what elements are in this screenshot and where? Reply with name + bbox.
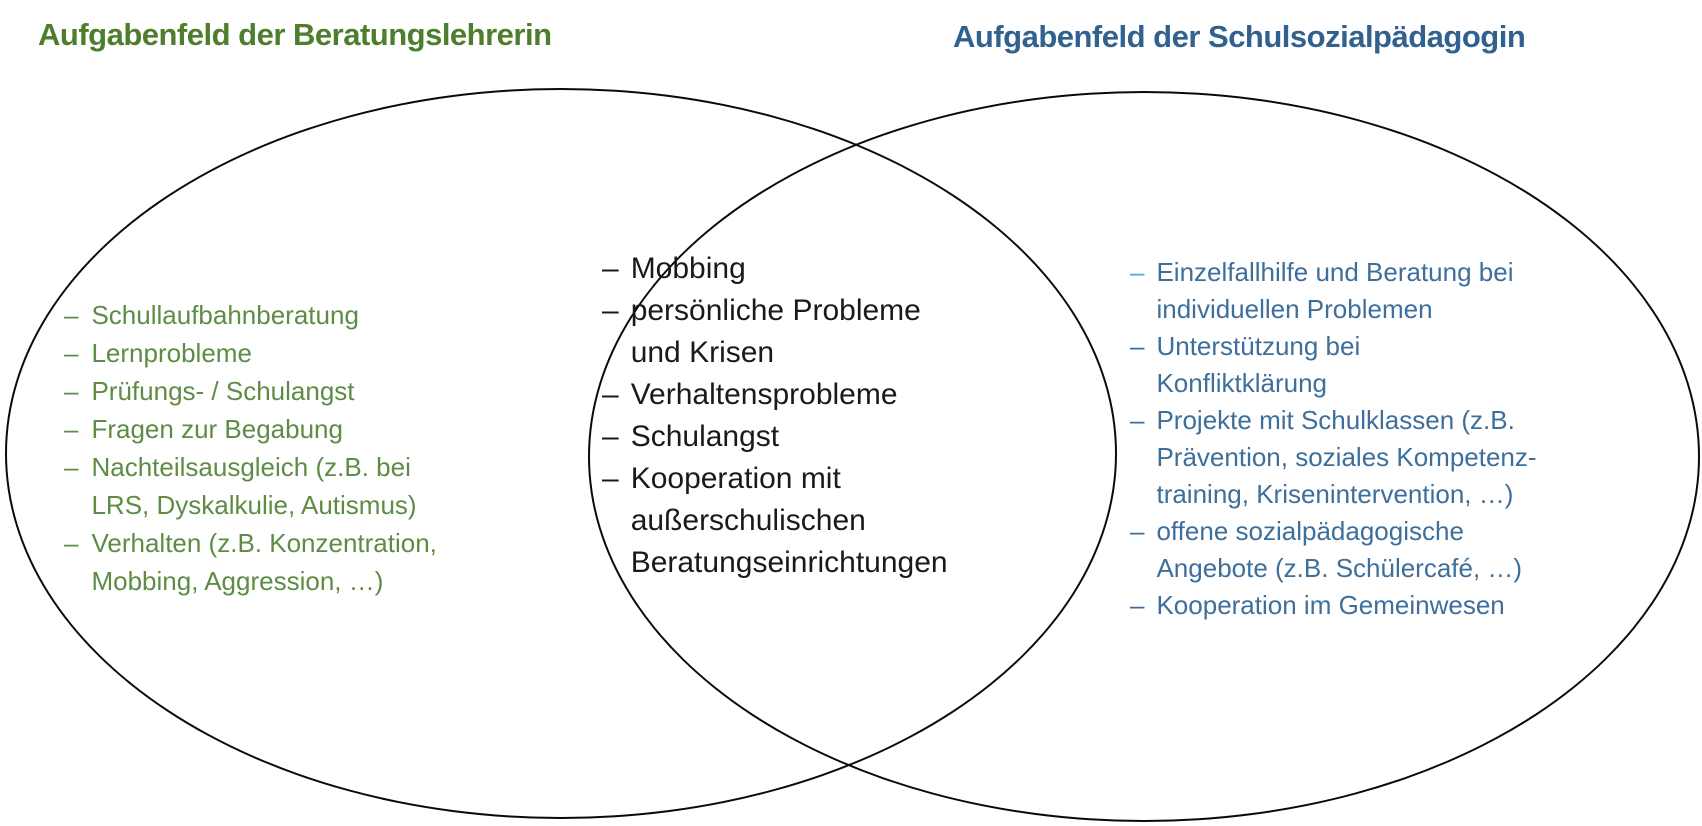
left-title: Aufgabenfeld der Beratungslehrerin xyxy=(38,17,552,52)
dash-marker: – xyxy=(64,528,79,558)
list-item: – Kooperation mit außerschulischen Berat… xyxy=(602,458,1002,584)
item-text: offene sozialpädagogische Angebote (z.B.… xyxy=(1156,516,1523,583)
list-item: – Nachteilsausgleich (z.B. bei LRS, Dysk… xyxy=(64,448,544,524)
right-title: Aufgabenfeld der Schulsozialpädagogin xyxy=(953,19,1526,54)
list-item: – offene sozialpädagogische Angebote (z.… xyxy=(1130,513,1620,587)
list-item: – Schullaufbahnberatung xyxy=(64,296,544,334)
dash-marker: – xyxy=(1130,516,1145,546)
list-item: – Prüfungs- / Schulangst xyxy=(64,372,544,410)
dash-marker: – xyxy=(602,420,619,453)
item-text: Verhaltensprobleme xyxy=(630,378,898,411)
dash-marker: – xyxy=(1130,590,1145,620)
dash-marker: – xyxy=(602,252,619,285)
dash-marker: – xyxy=(602,462,619,495)
item-text: Verhalten (z.B. Konzentration, Mobbing, … xyxy=(91,528,437,596)
item-text: Mobbing xyxy=(630,252,746,285)
dash-marker: – xyxy=(64,376,79,406)
list-item: – Mobbing xyxy=(602,248,1002,290)
item-text: Kooperation im Gemeinwesen xyxy=(1156,590,1505,620)
list-item: – Verhaltensprobleme xyxy=(602,374,1002,416)
list-item: – Projekte mit Schulklassen (z.B. Präven… xyxy=(1130,402,1620,513)
item-text: Schulangst xyxy=(630,420,780,453)
dash-marker: – xyxy=(64,300,79,330)
item-text: Prüfungs- / Schulangst xyxy=(91,376,355,406)
list-item: – Einzelfallhilfe und Beratung bei indiv… xyxy=(1130,254,1620,328)
dash-marker: – xyxy=(64,414,79,444)
dash-marker: – xyxy=(1130,331,1145,361)
list-item: – Kooperation im Gemeinwesen xyxy=(1130,587,1620,624)
right-ellipse xyxy=(588,91,1700,822)
item-text: persönliche Probleme und Krisen xyxy=(630,294,921,369)
list-item: – Fragen zur Begabung xyxy=(64,410,544,448)
center-list: – Mobbing – persönliche Probleme und Kri… xyxy=(602,248,1002,584)
item-text: Einzelfallhilfe und Beratung bei individ… xyxy=(1156,257,1514,324)
item-text: Fragen zur Begabung xyxy=(91,414,343,444)
item-text: Kooperation mit außerschulischen Beratun… xyxy=(630,462,948,579)
item-text: Unterstützung bei Konfliktklärung xyxy=(1156,331,1361,398)
list-item: – Schulangst xyxy=(602,416,1002,458)
right-list: – Einzelfallhilfe und Beratung bei indiv… xyxy=(1130,254,1620,624)
list-item: – Unterstützung bei Konfliktklärung xyxy=(1130,328,1620,402)
dash-marker: – xyxy=(1130,405,1145,435)
dash-marker: – xyxy=(64,452,79,482)
list-item: – Verhalten (z.B. Konzentration, Mobbing… xyxy=(64,524,544,600)
dash-marker: – xyxy=(602,294,619,327)
item-text: Lernprobleme xyxy=(91,338,252,368)
left-list: – Schullaufbahnberatung – Lernprobleme –… xyxy=(64,296,544,600)
item-text: Nachteilsausgleich (z.B. bei LRS, Dyskal… xyxy=(91,452,417,520)
item-text: Schullaufbahnberatung xyxy=(91,300,359,330)
item-text: Projekte mit Schulklassen (z.B. Präventi… xyxy=(1156,405,1537,509)
list-item: – persönliche Probleme und Krisen xyxy=(602,290,1002,374)
dash-marker: – xyxy=(64,338,79,368)
list-item: – Lernprobleme xyxy=(64,334,544,372)
dash-marker: – xyxy=(1130,257,1145,287)
dash-marker: – xyxy=(602,378,619,411)
